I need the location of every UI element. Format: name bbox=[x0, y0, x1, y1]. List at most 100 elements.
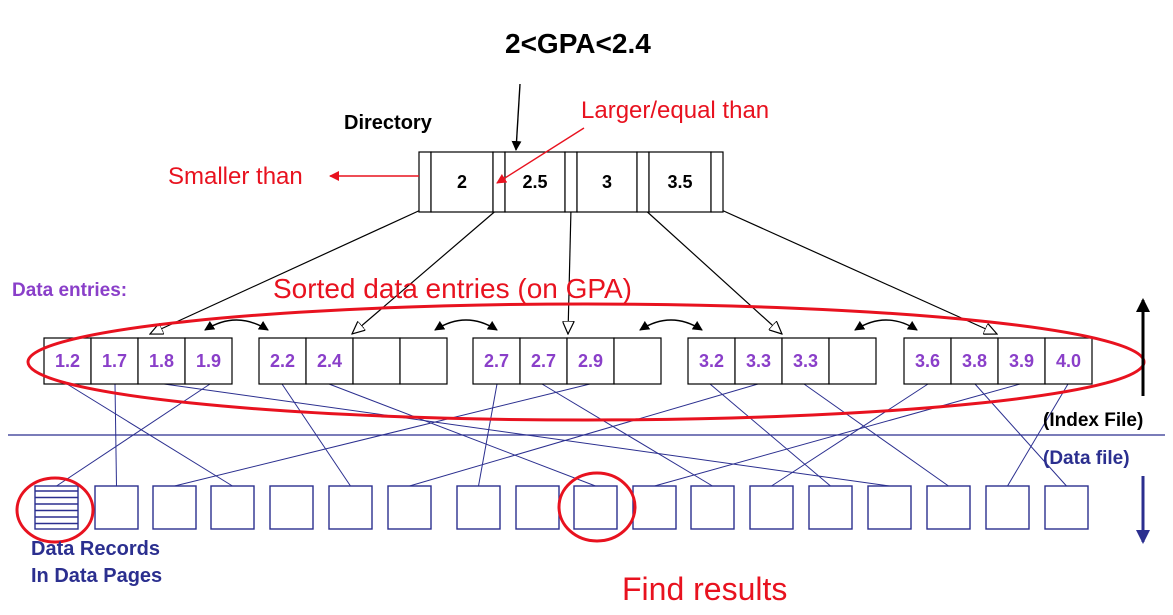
entry-to-page-line bbox=[66, 383, 233, 487]
leaf-entry-value: 2.7 bbox=[483, 351, 510, 371]
directory-key-cell bbox=[504, 151, 566, 213]
sibling-link-arrow bbox=[434, 319, 498, 331]
sibling-link-arrow bbox=[854, 319, 918, 331]
leaf-entry-cell bbox=[613, 337, 662, 385]
directory-pointer-slot bbox=[564, 151, 578, 213]
larger-equal-annotation: Larger/equal than bbox=[581, 97, 770, 124]
leaf-entry-value: 3.6 bbox=[914, 351, 941, 371]
query-title: 2<GPA<2.4 bbox=[505, 28, 651, 59]
leaf-entry-cell bbox=[828, 337, 877, 385]
directory-pointer-slot bbox=[636, 151, 650, 213]
data-file-label: (Data file) bbox=[1043, 448, 1130, 469]
directory-pointer-arrow bbox=[568, 207, 571, 334]
directory-key: 2.5 bbox=[522, 172, 548, 192]
leaf-entry-value: 1.8 bbox=[148, 351, 175, 371]
directory-pointer-arrow bbox=[642, 207, 782, 334]
data-entries-label: Data entries: bbox=[12, 280, 128, 301]
directory-key: 3 bbox=[601, 172, 612, 192]
entry-to-page-line bbox=[709, 383, 831, 487]
leaf-entry-value: 3.3 bbox=[745, 351, 772, 371]
leaf-entry-value: 2.2 bbox=[269, 351, 296, 371]
entry-to-page-line bbox=[281, 383, 351, 487]
leaf-entry-value: 1.2 bbox=[54, 351, 81, 371]
index-file-label: (Index File) bbox=[1043, 410, 1144, 431]
leaf-entry-value: 2.7 bbox=[530, 351, 557, 371]
data-page bbox=[34, 485, 79, 530]
data-page bbox=[269, 485, 314, 530]
leaf-entry-cell bbox=[950, 337, 999, 385]
smaller-than-annotation: Smaller than bbox=[168, 163, 303, 190]
sibling-link-arrow bbox=[204, 319, 269, 331]
entry-to-page-line bbox=[409, 383, 759, 487]
leaf-entry-value: 2.9 bbox=[577, 351, 604, 371]
data-page bbox=[94, 485, 139, 530]
data-page bbox=[632, 485, 677, 530]
entry-to-page-line bbox=[1007, 383, 1069, 487]
leaf-entry-cell bbox=[352, 337, 401, 385]
leaf-entry-cell bbox=[1044, 337, 1093, 385]
leaf-entry-value: 3.9 bbox=[1008, 351, 1035, 371]
data-page bbox=[210, 485, 255, 530]
leaf-entry-cell bbox=[903, 337, 952, 385]
directory-pointer-arrow bbox=[150, 207, 426, 334]
data-page bbox=[1044, 485, 1089, 530]
query-arrow bbox=[511, 83, 522, 151]
directory-pointer-arrow bbox=[352, 207, 500, 334]
leaf-entry-value: 3.2 bbox=[698, 351, 725, 371]
entry-to-page-line bbox=[771, 383, 929, 487]
directory-pointer-arrow bbox=[716, 207, 997, 334]
data-page bbox=[808, 485, 853, 530]
entry-to-page-line bbox=[328, 383, 596, 487]
directory-key-cell bbox=[430, 151, 494, 213]
entry-to-page-line bbox=[478, 383, 498, 487]
leaf-entry-value: 1.9 bbox=[195, 351, 222, 371]
directory-pointer-slot bbox=[418, 151, 432, 213]
result-page-highlight-circle bbox=[557, 471, 637, 543]
entry-to-page-line bbox=[163, 383, 890, 487]
data-page bbox=[387, 485, 432, 530]
directory-key: 2 bbox=[456, 172, 467, 192]
leaf-entry-cell bbox=[687, 337, 736, 385]
data-page bbox=[749, 485, 794, 530]
entry-to-page-line bbox=[803, 383, 949, 487]
sibling-link-arrow bbox=[639, 319, 703, 331]
leaf-entry-value: 3.8 bbox=[961, 351, 988, 371]
leaf-entry-cell bbox=[781, 337, 830, 385]
leaf-entry-cell bbox=[90, 337, 139, 385]
leaf-entry-cell bbox=[305, 337, 354, 385]
data-page-highlight-circle bbox=[15, 476, 95, 544]
leaf-entry-cell bbox=[566, 337, 615, 385]
entry-to-page-line bbox=[114, 383, 117, 487]
entry-to-page-line bbox=[654, 383, 1021, 487]
directory-label: Directory bbox=[344, 112, 432, 134]
data-page bbox=[573, 485, 618, 530]
entry-to-page-line bbox=[541, 383, 713, 487]
directory-key-cell bbox=[576, 151, 638, 213]
data-records-label-line1: Data Records bbox=[31, 538, 160, 560]
leaf-entry-cell bbox=[472, 337, 521, 385]
leaf-entry-cell bbox=[184, 337, 233, 385]
data-page bbox=[328, 485, 373, 530]
directory-pointer-slot bbox=[710, 151, 724, 213]
data-records-label-line2: In Data Pages bbox=[31, 565, 163, 587]
leaf-entry-value: 3.3 bbox=[792, 351, 819, 371]
entry-to-page-line bbox=[174, 383, 591, 487]
leaf-entry-value: 4.0 bbox=[1055, 351, 1082, 371]
data-page bbox=[867, 485, 912, 530]
data-page bbox=[515, 485, 560, 530]
leaf-entry-value: 1.7 bbox=[101, 351, 128, 371]
sorted-entries-annotation: Sorted data entries (on GPA) bbox=[273, 273, 632, 304]
leaf-entry-cell bbox=[399, 337, 448, 385]
leaf-entry-cell bbox=[997, 337, 1046, 385]
data-page bbox=[456, 485, 501, 530]
data-page bbox=[985, 485, 1030, 530]
data-page bbox=[690, 485, 735, 530]
data-page bbox=[926, 485, 971, 530]
directory-key: 3.5 bbox=[667, 172, 693, 192]
data-page bbox=[152, 485, 197, 530]
leaf-entry-value: 2.4 bbox=[316, 351, 343, 371]
find-results-annotation: Find results bbox=[622, 571, 788, 607]
larger-equal-arrow bbox=[496, 127, 585, 184]
